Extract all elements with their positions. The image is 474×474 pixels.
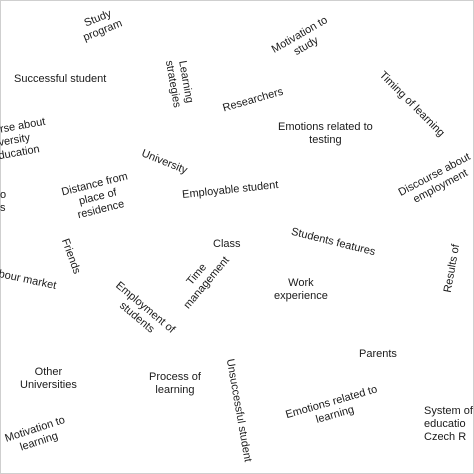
label-time-management: Time management [181,254,232,312]
label-class: Class [213,238,241,250]
label-motivation-to-learning: Motivation to learning [3,413,67,454]
label-emotions-related-to-testing: Emotions related to testing [278,121,373,146]
label-other-universities: Other Universities [20,366,77,391]
label-timing-of-learning: Timing of learning [376,69,447,140]
label-university: University [139,147,189,177]
label-employable-student: Employable student [181,178,279,202]
label-researchers: Researchers [221,85,285,115]
label-parents: Parents [359,348,397,360]
label-discourse-about-employment: Discourse about employment [396,150,473,206]
label-learning-strategies: Learning strategies [162,59,196,109]
label-labour-market: bour market [0,268,58,292]
label-employment-of-students: Employment of students [113,279,178,336]
label-emotions-related-to-learning: Emotions related to learning [284,383,379,426]
label-process-of-learning: Process of learning [149,371,201,396]
label-distance-from-place-of-residence: Distance from place of residence [60,170,130,222]
label-study-program: Study program [81,7,124,44]
label-left-edge-fragment: o s [0,189,7,214]
label-students-features: Students features [289,225,377,259]
label-work-experience: Work experience [274,277,328,302]
label-successful-student: Successful student [14,73,107,85]
label-system-of-education: System of educatio Czech R [424,405,473,443]
label-motivation-to-study: Motivation to study [269,14,330,58]
label-unsuccessful-student: Unsuccessful student [223,357,254,463]
label-results-of: Results of [441,243,463,294]
label-friends: Friends [58,237,83,276]
label-discourse-about-university-education: urse about iversity ducation [0,115,47,163]
